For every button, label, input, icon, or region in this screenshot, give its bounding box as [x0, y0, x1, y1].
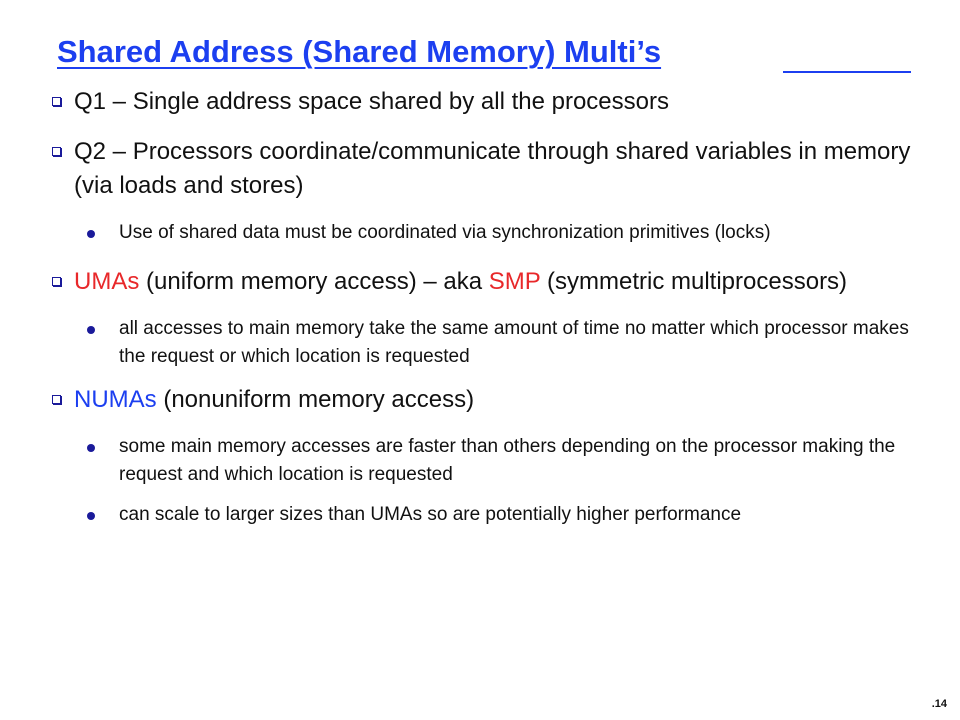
- dot-bullet-icon: [87, 230, 95, 238]
- square-bullet-icon: [52, 277, 61, 286]
- sub-bullet-uniform-access: all accesses to main memory take the sam…: [50, 315, 930, 371]
- dot-bullet-icon: [87, 326, 95, 334]
- sub-bullet-text: some main memory accesses are faster tha…: [119, 436, 896, 485]
- dot-bullet-icon: [87, 512, 95, 520]
- bullet-umas: UMAs (uniform memory access) – aka SMP (…: [50, 265, 930, 299]
- slide-content: Q1 – Single address space shared by all …: [50, 85, 930, 541]
- bullet-text: (nonuniform memory access): [156, 386, 475, 413]
- term-numas: NUMAs: [74, 386, 157, 413]
- bullet-text: Q1 – Single address space shared by all …: [74, 88, 669, 115]
- square-bullet-icon: [52, 147, 61, 156]
- sub-bullet-faster-accesses: some main memory accesses are faster tha…: [50, 433, 930, 489]
- bullet-text-continued: (symmetric multiprocessors): [540, 268, 848, 295]
- sub-bullet-scaling: can scale to larger sizes than UMAs so a…: [50, 501, 930, 529]
- sub-bullet-synchronization: Use of shared data must be coordinated v…: [50, 219, 930, 247]
- bullet-text: Q2 – Processors coordinate/communicate t…: [74, 138, 911, 199]
- slide-title: Shared Address (Shared Memory) Multi’s: [57, 34, 662, 69]
- bullet-text: (uniform memory access) – aka: [139, 268, 489, 295]
- title-underline: [783, 71, 911, 73]
- page-number: .14: [931, 698, 947, 710]
- square-bullet-icon: [52, 395, 61, 404]
- square-bullet-icon: [52, 97, 61, 106]
- dot-bullet-icon: [87, 444, 95, 452]
- sub-bullet-text: Use of shared data must be coordinated v…: [119, 222, 771, 243]
- sub-bullet-text: all accesses to main memory take the sam…: [119, 318, 909, 367]
- bullet-q2: Q2 – Processors coordinate/communicate t…: [50, 135, 930, 203]
- bullet-numas: NUMAs (nonuniform memory access): [50, 383, 930, 417]
- term-umas: UMAs: [74, 268, 140, 295]
- term-smp: SMP: [488, 268, 541, 295]
- bullet-q1: Q1 – Single address space shared by all …: [50, 85, 930, 119]
- sub-bullet-text: can scale to larger sizes than UMAs so a…: [119, 504, 742, 525]
